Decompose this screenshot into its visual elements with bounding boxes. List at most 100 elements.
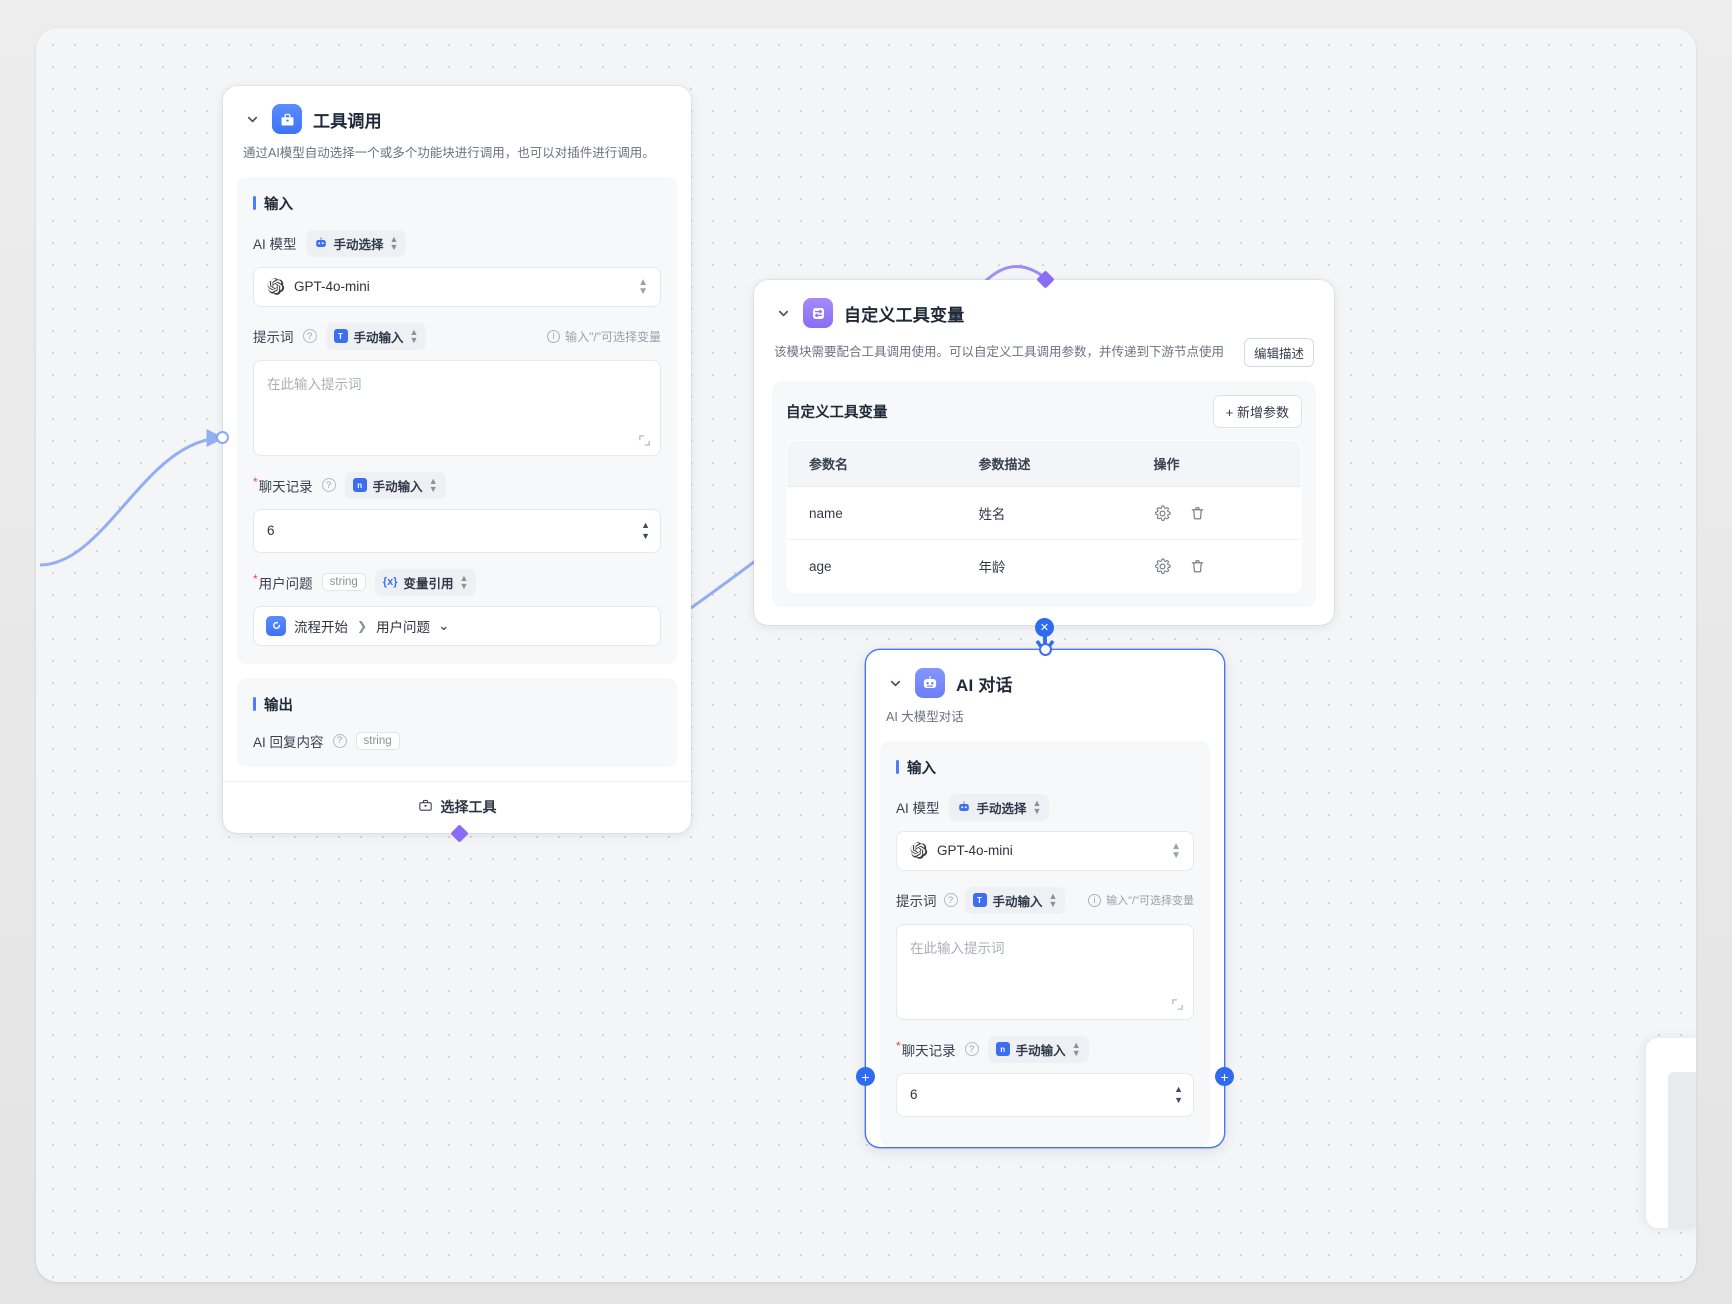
text-input-mini-icon: T: [972, 893, 987, 908]
number-input-mini-icon: n: [995, 1042, 1010, 1057]
chat-history-number-input[interactable]: 6 ▲▼: [253, 508, 661, 553]
prompt-mode-select[interactable]: T 手动输入 ▲▼: [964, 886, 1066, 914]
info-icon: i: [547, 329, 561, 343]
prompt-mode-select[interactable]: T 手动输入 ▲▼: [325, 322, 427, 350]
output-label: AI 回复内容: [253, 734, 324, 750]
input-port-tool-call[interactable]: [216, 431, 229, 444]
select-tool-button[interactable]: 选择工具: [223, 780, 691, 833]
ai-model-mode-select[interactable]: 手动选择 ▲▼: [305, 229, 407, 257]
input-port-ai-chat[interactable]: [1039, 643, 1052, 656]
variable-mini-icon: {x}: [382, 576, 398, 589]
th-param-name: 参数名: [787, 441, 957, 487]
table-header-row: 参数名 参数描述 操作: [787, 441, 1301, 487]
table-row[interactable]: age 年龄: [787, 540, 1301, 593]
tool-call-input-section: 输入 AI 模型 手动选择 ▲▼: [237, 176, 677, 664]
node-ai-chat-description: AI 大模型对话: [886, 708, 1204, 727]
updown-icon[interactable]: ▲▼: [1171, 840, 1181, 861]
node-ai-chat-header: AI 对话 AI 大模型对话: [866, 650, 1224, 727]
ai-model-value: GPT-4o-mini: [937, 843, 1013, 859]
chevron-down-icon[interactable]: ⌄: [438, 617, 450, 633]
updown-icon: ▲▼: [459, 573, 469, 592]
chevron-down-icon[interactable]: [243, 110, 261, 128]
prompt-placeholder: 在此输入提示词: [267, 376, 362, 392]
field-prompt: 提示词 ? T 手动输入 ▲▼ i 输入"/"可选择变量 在此输: [896, 886, 1194, 1020]
user-question-type: string: [321, 573, 366, 592]
chat-history-mode-select[interactable]: n 手动输入 ▲▼: [344, 471, 446, 499]
trash-icon[interactable]: [1189, 505, 1206, 522]
chat-history-value: 6: [910, 1087, 918, 1103]
help-icon[interactable]: ?: [943, 893, 958, 908]
openai-icon: [909, 841, 928, 860]
text-input-mini-icon: T: [333, 329, 348, 344]
chat-history-number-input[interactable]: 6 ▲▼: [896, 1072, 1194, 1117]
th-actions: 操作: [1131, 441, 1301, 487]
ai-model-select[interactable]: GPT-4o-mini ▲▼: [253, 266, 661, 307]
add-node-left-button[interactable]: +: [856, 1067, 875, 1086]
help-icon[interactable]: ?: [332, 733, 347, 748]
node-tool-variables-description-text: 该模块需要配合工具调用使用。可以自定义工具调用参数，并传递到下游节点使用: [774, 345, 1225, 360]
node-ai-chat[interactable]: AI 对话 AI 大模型对话 输入 AI 模型 手动选择: [856, 643, 1234, 1147]
ai-model-value: GPT-4o-mini: [294, 279, 370, 295]
updown-icon: ▲▼: [1048, 891, 1058, 910]
node-tool-call-description: 通过AI模型自动选择一个或多个功能块进行调用，也可以对插件进行调用。: [243, 144, 671, 163]
toolbox-icon: [272, 104, 302, 134]
cell-actions: [1131, 486, 1301, 540]
select-tool-label: 选择工具: [440, 799, 497, 816]
add-parameter-button[interactable]: + 新增参数: [1212, 395, 1302, 428]
help-icon[interactable]: ?: [964, 1042, 979, 1057]
field-chat-history: *聊天记录 ? n 手动输入 ▲▼ 6 ▲▼: [896, 1035, 1194, 1117]
input-section-title: 输入: [896, 757, 1194, 778]
number-stepper[interactable]: ▲▼: [641, 520, 650, 542]
chat-history-mode-value: 手动输入: [1015, 1043, 1066, 1058]
parameters-table: 参数名 参数描述 操作 name 姓名: [786, 440, 1302, 593]
ai-model-mode-select[interactable]: 手动选择 ▲▼: [948, 793, 1050, 821]
prompt-textarea[interactable]: 在此输入提示词: [896, 923, 1194, 1020]
ai-model-select[interactable]: GPT-4o-mini ▲▼: [896, 830, 1194, 871]
chat-history-mode-select[interactable]: n 手动输入 ▲▼: [987, 1035, 1089, 1063]
stepper-down-icon[interactable]: ▼: [641, 531, 650, 542]
stepper-down-icon[interactable]: ▼: [1174, 1095, 1183, 1106]
tool-variables-panel: 自定义工具变量 + 新增参数 参数名 参数描述 操作 name: [772, 381, 1316, 607]
user-question-mode-select[interactable]: {x} 变量引用 ▲▼: [374, 568, 477, 596]
updown-icon[interactable]: ▲▼: [638, 276, 648, 297]
edit-description-button[interactable]: 编辑描述: [1243, 338, 1314, 367]
prompt-hint: i 输入"/"可选择变量: [547, 328, 661, 345]
node-tool-variables-title: 自定义工具变量: [844, 305, 965, 325]
ai-model-label: AI 模型: [896, 801, 940, 817]
chevron-right-icon: ❯: [357, 618, 368, 633]
stepper-up-icon[interactable]: ▲: [1174, 1084, 1183, 1095]
field-chat-history: *聊天记录 ? n 手动输入 ▲▼ 6 ▲▼: [253, 471, 661, 553]
node-tool-variables[interactable]: 自定义工具变量 该模块需要配合工具调用使用。可以自定义工具调用参数，并传递到下游…: [754, 270, 1334, 632]
cell-actions: [1132, 540, 1301, 593]
cell-param-desc: 姓名: [956, 486, 1132, 540]
info-icon: i: [1088, 893, 1102, 907]
number-stepper[interactable]: ▲▼: [1174, 1084, 1183, 1106]
help-icon[interactable]: ?: [321, 478, 336, 493]
workflow-canvas-container: 工具调用 通过AI模型自动选择一个或多个功能块进行调用，也可以对插件进行调用。 …: [36, 28, 1696, 1282]
user-question-reference[interactable]: 流程开始 ❯ 用户问题 ⌄: [253, 605, 661, 646]
expand-icon[interactable]: [1171, 998, 1184, 1011]
updown-icon: ▲▼: [389, 234, 399, 253]
required-marker: *: [253, 572, 258, 586]
prompt-placeholder: 在此输入提示词: [910, 940, 1005, 956]
right-panel-peek[interactable]: [1646, 1038, 1696, 1228]
stepper-up-icon[interactable]: ▲: [641, 520, 650, 531]
cell-param-name: name: [787, 486, 957, 540]
table-row[interactable]: name 姓名: [787, 486, 1301, 540]
chevron-down-icon[interactable]: [774, 304, 792, 322]
ai-model-mode-value: 手动选择: [976, 801, 1027, 816]
prompt-textarea[interactable]: 在此输入提示词: [253, 359, 661, 456]
node-tool-call[interactable]: 工具调用 通过AI模型自动选择一个或多个功能块进行调用，也可以对插件进行调用。 …: [216, 86, 691, 843]
node-tool-call-title: 工具调用: [313, 111, 382, 131]
chat-history-mode-value: 手动输入: [372, 479, 423, 494]
gear-icon[interactable]: [1154, 557, 1171, 575]
expand-icon[interactable]: [638, 434, 651, 447]
chevron-down-icon[interactable]: [886, 674, 904, 692]
output-row: AI 回复内容 ? string: [253, 731, 661, 751]
add-node-right-button[interactable]: +: [1215, 1067, 1234, 1086]
trash-icon[interactable]: [1189, 558, 1206, 575]
edge-delete-button[interactable]: ✕: [1035, 618, 1054, 637]
th-param-desc: 参数描述: [956, 441, 1132, 487]
gear-icon[interactable]: [1154, 504, 1171, 522]
help-icon[interactable]: ?: [302, 329, 317, 344]
